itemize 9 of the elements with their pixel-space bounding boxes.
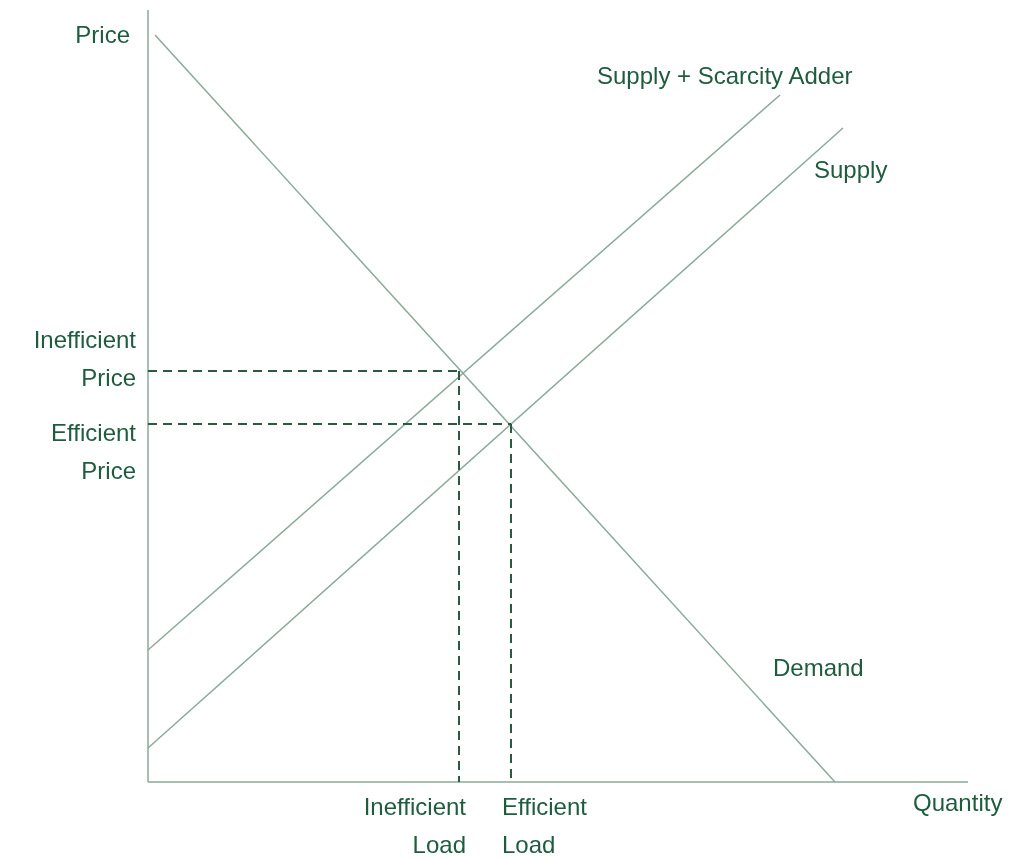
curve-label: Demand: [773, 653, 865, 683]
axis-label: Price: [74, 20, 130, 50]
price-label: Inefficient Price: [32, 325, 136, 393]
curve-label: Supply + Scarcity Adder: [597, 61, 854, 91]
price-label: Efficient Price: [50, 418, 136, 486]
load-label: Efficient Load: [502, 792, 588, 858]
axis-label: Quantity: [913, 788, 1004, 818]
load-label: Inefficient Load: [362, 792, 466, 858]
curve-label: Supply: [814, 155, 889, 185]
